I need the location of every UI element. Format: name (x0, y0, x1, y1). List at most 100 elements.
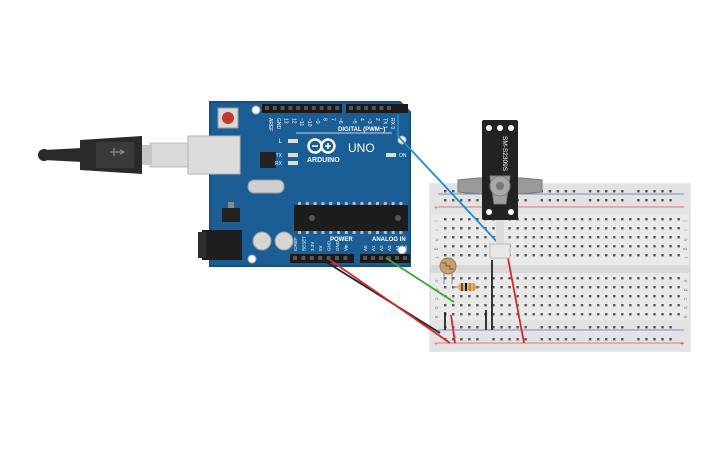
row-letter: e (682, 280, 688, 283)
digital-pin-label: 13 (283, 118, 289, 124)
digital-pin-label: ~9 (314, 118, 320, 124)
power-pin-label: GND (335, 240, 340, 251)
power-pin-label: GND (327, 240, 332, 251)
ldr-power-jumper (450, 314, 456, 344)
analog-pin-label: A1 (371, 245, 376, 251)
servo-motor: SM-S2309S (457, 120, 543, 259)
usb-cable (38, 136, 191, 174)
arduino-logo-icon (307, 138, 336, 154)
header-hole (309, 256, 314, 260)
header-hole (379, 106, 384, 110)
digital-pin-label: ~11 (298, 118, 304, 126)
center-channel (430, 265, 690, 273)
row-letter: d (682, 289, 688, 292)
header-hole (356, 106, 361, 110)
tx-led (288, 153, 298, 157)
digital-pin-label: 7 (329, 118, 335, 121)
digital-pin-label: GND (275, 118, 281, 130)
photoresistor (439, 257, 457, 284)
header-hole (343, 256, 348, 260)
rx-label: RX (275, 161, 283, 167)
svg-text:+: + (680, 341, 684, 348)
header-hole (395, 256, 399, 260)
servo-connector (489, 243, 511, 259)
row-letter: b (433, 307, 439, 310)
signal-wire-blue (397, 114, 501, 246)
analog-pin-label: A2 (379, 245, 384, 251)
analog-pin-label: A4 (395, 245, 400, 251)
power-pin-label: 3.3V (310, 242, 315, 251)
power-label: POWER (330, 237, 353, 243)
row-letter: j (433, 220, 439, 222)
on-led (386, 153, 396, 157)
analog-pin-label: A5 (403, 245, 408, 251)
rx-led (288, 161, 298, 165)
on-label: ON (399, 153, 407, 159)
header-hole (335, 106, 340, 110)
digital-pin-label: ~10 (306, 118, 312, 127)
servo-power-lead (507, 257, 525, 344)
digital-header-right (346, 104, 408, 113)
row-letter: i (682, 230, 688, 231)
row-letter: h (433, 239, 439, 242)
header-hole (319, 106, 324, 110)
reset-button (222, 112, 234, 124)
header-hole (379, 256, 383, 260)
header-hole (326, 256, 331, 260)
capacitor (252, 231, 272, 251)
power-wire-red (329, 259, 451, 344)
l-led (288, 139, 298, 143)
digital-pin-label: RX 0 (389, 118, 395, 129)
header-hole (327, 106, 332, 110)
tx-label: TX (276, 153, 283, 159)
brand-label: ARDUINO (307, 157, 340, 164)
digital-pin-label: TX 1 (381, 118, 387, 129)
digital-pin-label: ~5 (351, 118, 357, 124)
model-label: UNO (348, 141, 375, 155)
header-hole (311, 106, 316, 110)
header-hole (403, 256, 407, 260)
header-hole (371, 106, 376, 110)
servo-body (482, 120, 518, 220)
header-hole (387, 256, 391, 260)
power-jack (202, 230, 242, 260)
row-letter: g (433, 248, 439, 251)
digital-pin-label: 8 (322, 118, 328, 121)
power-pin-label: Vin (343, 244, 348, 251)
row-letter: f (682, 257, 688, 259)
usb-chip (260, 152, 276, 168)
row-letter: g (682, 248, 688, 251)
header-hole (272, 106, 277, 110)
header-hole (349, 106, 353, 110)
header-hole (288, 106, 293, 110)
resistor (452, 283, 480, 291)
digital-pin-label: 2 (374, 118, 380, 121)
row-letter: c (682, 298, 688, 301)
digital-pin-label: ~3 (366, 118, 372, 124)
power-pin-label: 5V (318, 245, 323, 251)
header-hole (301, 256, 306, 260)
analog-label: ANALOG IN (372, 237, 406, 243)
row-letter: h (682, 239, 688, 242)
row-letter: a (682, 316, 688, 319)
digital-pin-label: 12 (290, 118, 296, 124)
row-letter: e (433, 280, 439, 283)
header-hole (363, 256, 367, 260)
crystal (247, 179, 285, 194)
usb-icon (110, 148, 126, 156)
digital-pin-label: 4 (359, 118, 365, 121)
servo-model-label: SM-S2309S (501, 136, 508, 172)
analog-header (360, 254, 410, 263)
digital-header-left (262, 104, 342, 113)
header-hole (296, 106, 301, 110)
usb-b-port (187, 135, 241, 175)
power-pin-label: IOREF (293, 237, 298, 251)
row-letter: f (433, 257, 439, 259)
power-pin-label: RESET (301, 236, 306, 251)
digital-label: DIGITAL (PWM~) (338, 127, 385, 133)
svg-text:+: + (434, 341, 438, 348)
row-letter: j (682, 220, 688, 222)
